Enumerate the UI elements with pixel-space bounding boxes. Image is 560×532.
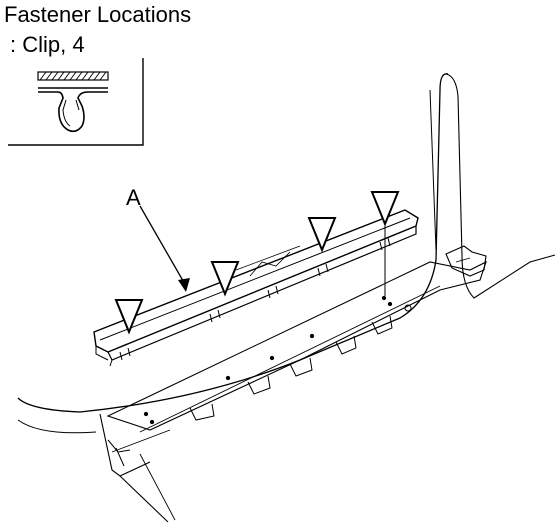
part-label-a: A: [126, 185, 141, 210]
body-panel-outline: [17, 73, 556, 523]
diagram-subtitle: : Clip, 4: [10, 32, 85, 57]
clip-detail-inset: [8, 58, 144, 146]
diagram-title: Fastener Locations: [4, 2, 192, 27]
triangle-down-icon: [370, 191, 400, 227]
triangle-down-icon: [210, 261, 240, 297]
triangle-down-icon: [307, 217, 337, 253]
sill-trim-a: [93, 209, 419, 367]
triangle-down-icon: [114, 299, 144, 335]
leader-line-a: [139, 205, 190, 292]
